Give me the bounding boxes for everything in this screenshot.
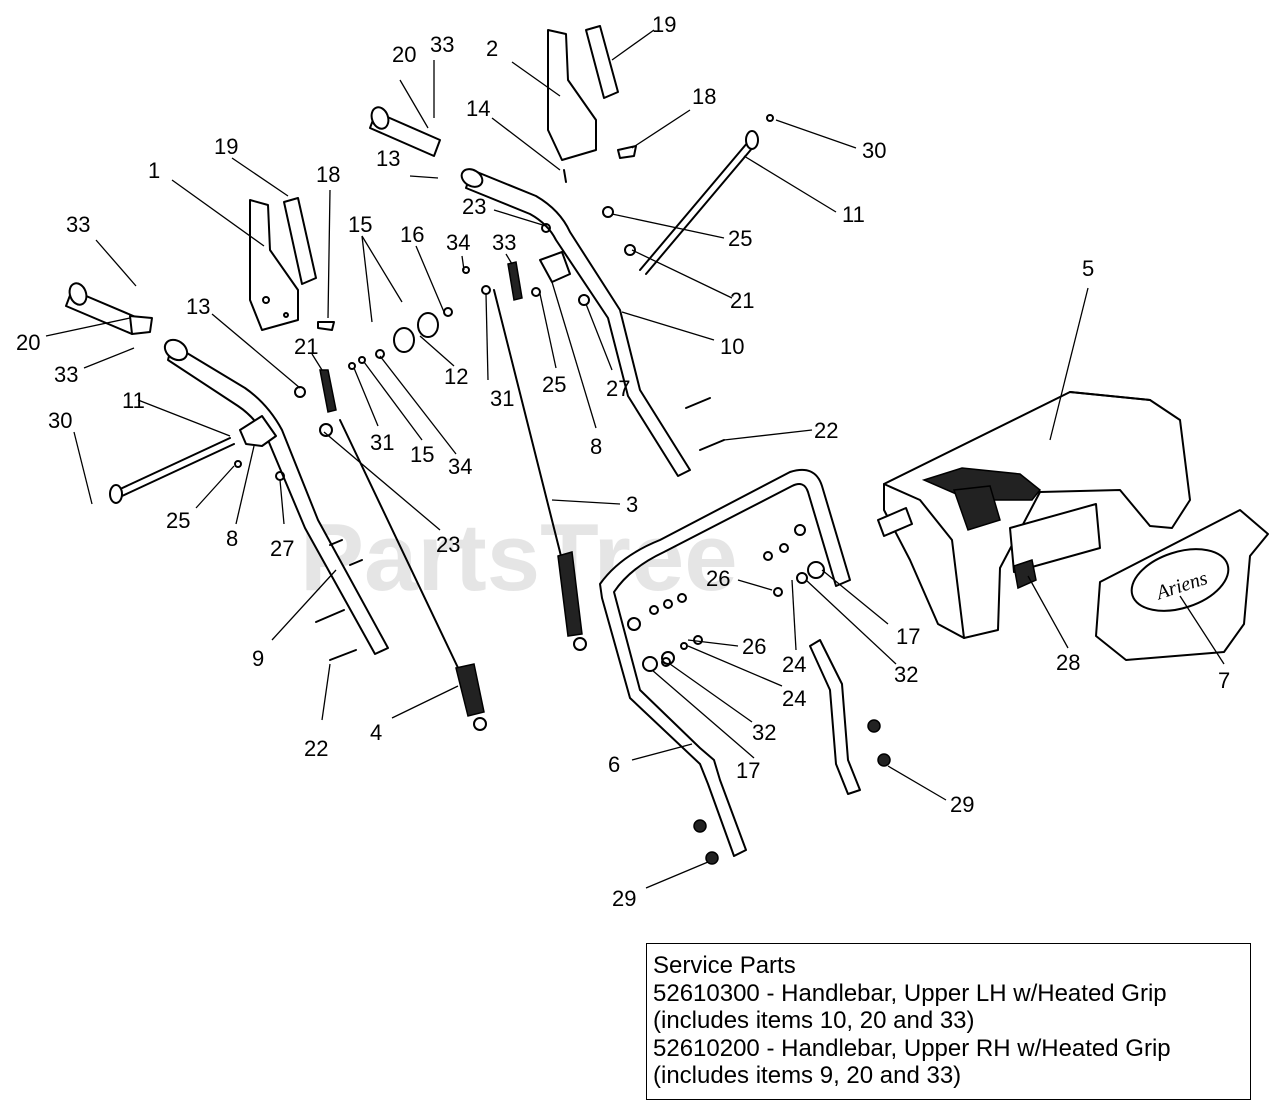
service-part-line-3: 52610200 - Handlebar, Upper RH w/Heated …: [653, 1034, 1171, 1062]
callout-13: 25: [728, 226, 752, 251]
callout-27: 27: [270, 536, 294, 561]
callout-3: 3: [626, 492, 638, 517]
callout-19: 19: [652, 12, 676, 37]
callout-32: 32: [752, 720, 776, 745]
control-rod-right: [639, 130, 759, 275]
callout-20: 20: [392, 42, 416, 67]
service-parts-box: Service Parts 52610300 - Handlebar, Uppe…: [646, 943, 1251, 1100]
grip-cover-right: [585, 25, 619, 99]
callout-11: 11: [842, 202, 865, 227]
callout-1: 1: [148, 158, 160, 183]
brand-cover: Ariens: [1095, 509, 1269, 661]
callout-16: 15: [348, 212, 372, 237]
heated-grip-right: [369, 106, 441, 157]
callout-30: 30: [862, 138, 886, 163]
pawl-left: [239, 415, 277, 447]
upper-handlebar-right: [460, 168, 691, 477]
service-parts-title: Service Parts: [653, 952, 796, 979]
callout-28: 28: [1056, 650, 1080, 675]
grip-cover-left: [283, 197, 317, 285]
callout-13: 13: [186, 294, 210, 319]
callout-29: 29: [950, 792, 974, 817]
callout-2: 2: [486, 36, 498, 61]
wire-clip-right: [617, 145, 637, 159]
callout-33: 33: [66, 212, 90, 237]
callout-30: 30: [48, 408, 72, 433]
callout-15: 15: [410, 442, 434, 467]
callout-24: 24: [782, 686, 806, 711]
spring-left: [319, 369, 337, 413]
dash-panel: [877, 391, 1191, 639]
callout-25: 23: [462, 194, 486, 219]
callouts: 20 33 2 19 14 18 30 11 19 18 1 33 13 25 …: [16, 12, 1230, 911]
callout-31: 31: [490, 386, 514, 411]
spring-right: [507, 261, 523, 301]
service-part-line-4: (includes items 9, 20 and 33): [653, 1062, 962, 1089]
callout-21: 21: [294, 334, 318, 359]
callout-22: 22: [304, 736, 328, 761]
bracket-left: [249, 199, 299, 331]
callout-19: 19: [214, 134, 238, 159]
bracket-right: [547, 29, 597, 161]
callout-10: 10: [720, 334, 744, 359]
collar-bushings: [393, 312, 439, 353]
callout-23: 21: [730, 288, 754, 313]
callout-32: 32: [894, 662, 918, 687]
service-part-line-1: 52610300 - Handlebar, Upper LH w/Heated …: [653, 979, 1167, 1007]
callout-25: 25: [542, 372, 566, 397]
control-rod-left: [109, 437, 235, 504]
wire-clip-left: [317, 321, 335, 331]
callout-11: 11: [122, 388, 145, 413]
pawl-right: [539, 251, 571, 283]
callout-5: 5: [1082, 256, 1094, 281]
callout-33: 33: [430, 32, 454, 57]
callout-23: 23: [436, 532, 460, 557]
callout-24: 24: [782, 652, 806, 677]
callout-6: 6: [608, 752, 620, 777]
callout-12: 12: [444, 364, 468, 389]
heated-grip-left: [65, 282, 153, 335]
callout-4: 4: [370, 720, 382, 745]
callout-9: 9: [252, 646, 264, 671]
callout-31: 31: [370, 430, 394, 455]
callout-18: 18: [316, 162, 340, 187]
callout-34: 16: [400, 222, 424, 247]
callout-26: 26: [742, 634, 766, 659]
watermark: PartsTree: [300, 504, 738, 611]
hardware-right: [443, 114, 774, 451]
service-part-line-2: (includes items 10, 20 and 33): [653, 1007, 975, 1034]
callout-18: 18: [692, 84, 716, 109]
callout-14: 14: [466, 96, 490, 121]
callout-8: 8: [590, 434, 602, 459]
bolts-29: [693, 719, 891, 865]
leader-lines: [45, 29, 1225, 889]
callout-25: 25: [166, 508, 190, 533]
callout-33: 13: [376, 146, 400, 171]
callout-7: 7: [1218, 668, 1230, 693]
callout-21: 33: [492, 230, 516, 255]
callout-17: 17: [736, 758, 760, 783]
callout-33: 33: [54, 362, 78, 387]
upper-handlebar-left: [163, 338, 389, 655]
callout-34: 34: [448, 454, 472, 479]
callout-27: 27: [606, 376, 630, 401]
callout-26: 26: [706, 566, 730, 591]
callout-17: 17: [896, 624, 920, 649]
callout-29: 29: [612, 886, 636, 911]
callout-22: 22: [814, 418, 838, 443]
lower-handlebar: [599, 468, 861, 857]
callout-15: 34: [446, 230, 470, 255]
cable-right: [493, 289, 587, 651]
callout-8: 8: [226, 526, 238, 551]
callout-20: 20: [16, 330, 40, 355]
